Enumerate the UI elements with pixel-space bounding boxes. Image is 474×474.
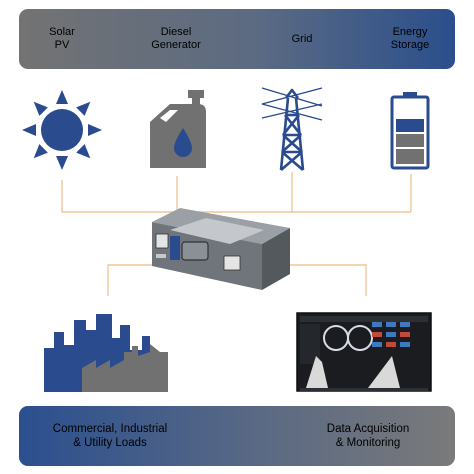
outputs-footer-bar: [19, 406, 455, 466]
label-energy-storage: Energy Storage: [390, 26, 430, 51]
battery-icon: [390, 92, 430, 170]
sun-icon: [22, 90, 102, 170]
label-data-acquisition-monitoring: Data Acquisition & Monitoring: [326, 423, 410, 449]
connector-solar: [61, 180, 411, 213]
label-solar-pv: Solar PV: [49, 26, 75, 51]
label-commercial-industrial-loads: Commercial, Industrial & Utility Loads: [52, 423, 168, 449]
sources-header-bar: [19, 9, 455, 69]
label-diesel-generator: Diesel Generator: [151, 26, 201, 51]
fuel-can-icon: [150, 90, 206, 168]
power-tower-icon: [261, 87, 323, 171]
monitoring-display-icon: [296, 312, 432, 392]
label-grid: Grid: [291, 33, 313, 45]
controller-device-icon: [152, 208, 290, 290]
city-skyline-icon: [44, 314, 168, 392]
